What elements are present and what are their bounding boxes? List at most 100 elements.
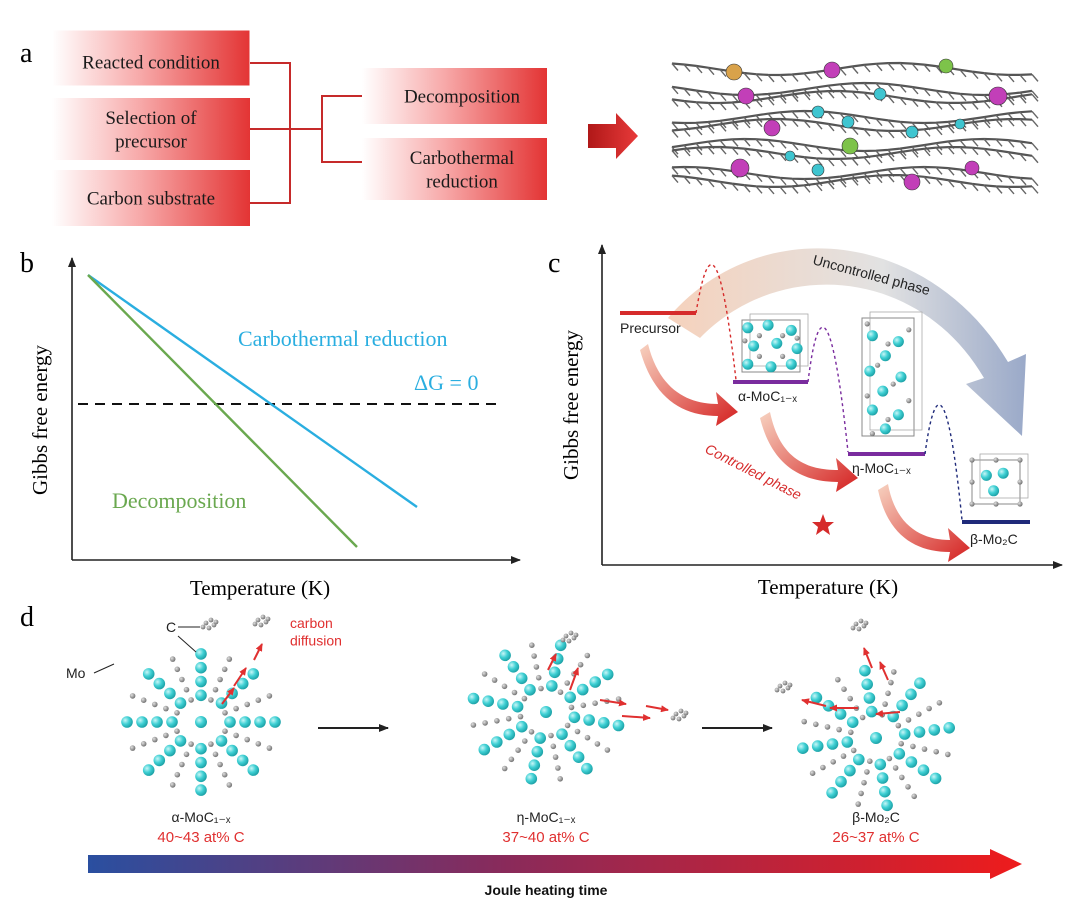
graphene-bond: [671, 63, 679, 71]
c-atom: [140, 697, 147, 703]
mo-atom-center: [195, 716, 207, 728]
graphene-bond: [887, 153, 895, 162]
graphene-bond: [743, 184, 751, 193]
b-y-label: Gibbs free energy: [28, 344, 52, 495]
graphene-nanoparticle: [730, 158, 750, 178]
mo-atom: [791, 343, 803, 355]
c-atom: [863, 620, 869, 626]
mo-atom: [215, 735, 228, 747]
graphene-bond: [1019, 74, 1027, 83]
c-atom: [945, 751, 951, 758]
graphene-bond: [959, 139, 967, 148]
panel-b: b Gibbs free energy Temperature (K) Carb…: [20, 248, 521, 600]
graphene-bond: [947, 125, 955, 134]
c-atom: [969, 479, 975, 485]
graphene-bond: [923, 176, 931, 185]
graphene-bond: [683, 100, 691, 109]
mo-atom: [879, 785, 891, 798]
decomposition-line: [87, 274, 358, 548]
graphene-bond: [719, 146, 727, 155]
graphene-bond: [971, 138, 979, 147]
diffusion-arrow: [221, 687, 235, 705]
mo-atom: [516, 720, 528, 733]
mo-atom: [877, 385, 889, 397]
big-red-arrow: [588, 113, 638, 159]
graphene-bond: [935, 147, 943, 156]
graphene-bond: [803, 72, 811, 81]
graphene-bond: [707, 167, 715, 176]
mo-atom: [478, 743, 491, 756]
c-atom: [888, 679, 894, 686]
mo-atom-center: [870, 732, 882, 744]
c-atom: [864, 393, 870, 399]
c-atom: [890, 381, 896, 387]
graphene-bond: [863, 64, 871, 73]
graphene-bond: [935, 166, 943, 175]
mo-atom: [896, 699, 908, 712]
c-atom: [538, 685, 544, 692]
mo-atom: [164, 687, 176, 700]
graphene-bond: [1019, 141, 1027, 149]
c-atom: [552, 754, 559, 760]
graphene-nanoparticle: [873, 87, 887, 101]
graphene-bond: [899, 121, 907, 130]
c-atom-label: C: [166, 619, 176, 635]
graphene-bond: [827, 123, 835, 132]
atom-cluster-alpha: [121, 614, 281, 796]
graphene-bond: [671, 166, 679, 175]
mo-atom: [515, 672, 528, 685]
mo-atom: [844, 764, 856, 777]
c-atom: [820, 764, 826, 771]
c-atom: [491, 677, 498, 683]
graphene-bond: [683, 64, 691, 72]
mo-atom: [528, 759, 541, 771]
c-atom: [594, 741, 601, 747]
mo-atom: [748, 340, 760, 352]
c-atom: [244, 736, 250, 743]
mo-atom: [826, 738, 839, 750]
c-atom: [864, 321, 870, 327]
graphene-bond: [1031, 119, 1039, 128]
phase-comp-1: 40~43 at% C: [157, 829, 244, 846]
mo-atom: [905, 756, 918, 768]
phase-comp-3: 26~37 at% C: [832, 829, 919, 846]
c-atom: [848, 729, 854, 736]
graphene-bond: [947, 91, 955, 100]
mo-atom: [166, 716, 178, 728]
c-atom: [560, 637, 566, 643]
mo-atom: [497, 698, 509, 710]
graphene-bond: [971, 183, 979, 192]
graphene-bond: [983, 120, 991, 129]
mo-atom: [195, 756, 207, 769]
graphene-bond: [707, 146, 715, 155]
graphene-bond: [971, 147, 979, 156]
c-atom: [169, 656, 176, 662]
c-atom: [563, 633, 569, 639]
graphene-bond: [683, 88, 691, 97]
barrier-3: [924, 404, 963, 521]
c-atom: [183, 686, 190, 693]
c-atom: [206, 625, 212, 631]
c-atom: [853, 621, 859, 627]
unit-cell-frame: [971, 459, 1021, 505]
diffusion-arrow: [547, 653, 557, 671]
mo-atom: [576, 683, 589, 696]
graphene-bond: [779, 74, 787, 83]
phase-comp-2: 37~40 at% C: [502, 829, 589, 846]
c-atom: [233, 732, 239, 739]
c-atom: [482, 720, 488, 726]
mo-atom: [879, 423, 891, 435]
graphene-nanoparticle: [784, 150, 796, 162]
graphene-nanoparticle: [841, 137, 859, 155]
c-atom: [557, 776, 563, 782]
crystal-eta-illustration: [861, 311, 923, 437]
c-atom: [179, 676, 185, 683]
graphene-bond: [839, 125, 847, 134]
graphene-bond: [1007, 97, 1015, 106]
controlled-label: Controlled phase: [703, 440, 805, 502]
graphene-bond: [947, 179, 955, 188]
graphene-bond: [839, 179, 847, 188]
